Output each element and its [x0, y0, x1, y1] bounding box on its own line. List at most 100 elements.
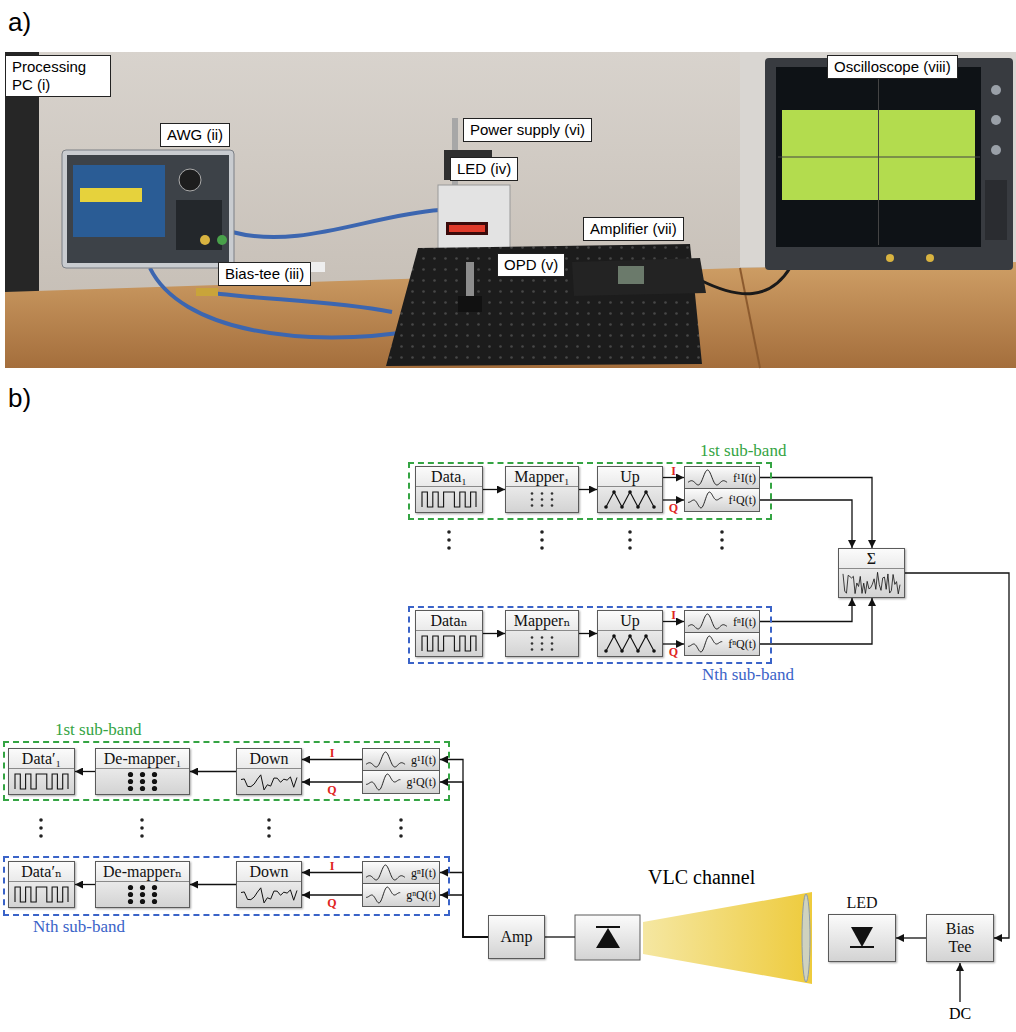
glyph-dot	[152, 885, 157, 890]
lens	[802, 894, 810, 982]
glyph-dot	[128, 786, 133, 791]
glyph-dot	[152, 786, 157, 791]
scope-button	[991, 115, 1001, 125]
filter-block: gⁿI(t)	[362, 861, 440, 884]
glyph-dot	[128, 899, 133, 904]
waveform-icon	[96, 769, 189, 794]
filter-label: g¹Q(t)	[406, 775, 436, 789]
glyph-dot	[531, 498, 534, 501]
process-block: Data₁	[415, 466, 483, 513]
filter-block: f¹I(t)	[684, 466, 760, 489]
block-title: De-mapper₁	[96, 749, 189, 769]
glyph-dot	[541, 648, 544, 651]
connector-arrow	[75, 884, 95, 885]
scope-panel	[985, 180, 1007, 240]
connector-arrow	[440, 895, 488, 937]
waveform-icon	[416, 487, 482, 512]
glyph-dot	[128, 885, 133, 890]
dot	[399, 818, 403, 822]
filter-label: gⁿI(t)	[411, 866, 436, 880]
pulse-glyph	[15, 887, 68, 902]
filter-label: fⁿQ(t)	[728, 637, 756, 651]
glyph-stroke	[241, 775, 297, 790]
pulse-glyph	[15, 774, 68, 789]
photo-callout: LED (iv)	[450, 157, 518, 181]
black-cable	[700, 268, 790, 294]
glyph-dot	[551, 492, 554, 495]
waveform-icon	[363, 749, 408, 770]
glyph-dot	[140, 779, 145, 784]
glyph-stroke	[688, 492, 722, 508]
led-block: LED	[828, 914, 896, 962]
waveform-icon	[363, 771, 403, 793]
group-heading: Nth sub-band	[33, 918, 125, 936]
connector-arrow	[483, 489, 505, 490]
glyph-dot	[644, 634, 648, 638]
glyph-stroke	[15, 887, 68, 902]
figure-label: VLC channel	[648, 866, 755, 889]
glyph-dot	[636, 649, 640, 653]
photo-wall-panel	[740, 52, 1016, 267]
waveform-icon	[598, 487, 662, 512]
glyph-dot	[551, 504, 554, 507]
dot	[720, 546, 724, 550]
block-title: Bias Tee	[940, 920, 980, 955]
bias-tee-part	[196, 288, 218, 296]
glyph-dot	[604, 505, 608, 509]
signal-label: I	[324, 747, 340, 759]
block-title: Amp	[501, 928, 533, 946]
noisy-glyph	[241, 775, 297, 790]
awg-screen-bar	[80, 188, 142, 202]
opd-mount	[458, 296, 482, 312]
photo-callout: OPD (v)	[497, 253, 565, 277]
photo-callout: Oscilloscope (viii)	[827, 55, 958, 79]
glyph-dot	[140, 899, 145, 904]
filter-block: fⁿI(t)	[684, 610, 760, 633]
dot	[267, 834, 271, 838]
connector-arrow	[190, 771, 236, 772]
process-block: De-mapper₁	[95, 748, 190, 795]
signal-label: Q	[324, 784, 340, 796]
blue-cable	[232, 210, 440, 237]
connector-arrow	[440, 760, 488, 938]
glyph-dot	[531, 648, 534, 651]
connector-arrow	[896, 937, 926, 938]
glyph-dot	[620, 505, 624, 509]
dot	[447, 546, 451, 550]
imp-glyph	[604, 634, 656, 653]
graticule-line	[778, 157, 980, 158]
process-block: Dataₙ	[415, 610, 483, 657]
dot	[628, 538, 632, 542]
connector-arrow	[75, 771, 95, 772]
noise-glyph	[843, 572, 900, 594]
signal-label: I	[324, 860, 340, 872]
group-heading: Nth sub-band	[702, 666, 794, 684]
glyph-dot	[612, 634, 616, 638]
glyph-stroke	[422, 636, 476, 651]
glyph-stroke	[241, 888, 297, 903]
desk-seam	[740, 268, 760, 368]
scope-connector	[926, 254, 934, 262]
block-heading: LED	[817, 894, 907, 912]
glyph-dot	[152, 779, 157, 784]
sinq-glyph	[366, 774, 400, 790]
glyph-dot	[620, 649, 624, 653]
signal-label: Q	[666, 646, 682, 658]
sub-band-group: Data′₁De-mapper₁Downg¹I(t)g¹Q(t)1st sub-…	[3, 741, 450, 801]
dot	[39, 834, 43, 838]
sinc-glyph	[366, 752, 405, 767]
glyph-dot	[541, 498, 544, 501]
photo-callout: AWG (ii)	[160, 123, 230, 147]
process-block: Up	[597, 466, 663, 513]
callout-label: Amplifier (vii)	[590, 220, 677, 238]
connector-arrow	[579, 489, 597, 490]
diode-glyph	[850, 927, 874, 947]
glyph-stroke	[366, 887, 400, 903]
connector-arrow	[663, 643, 684, 644]
dot	[720, 530, 724, 534]
continuation-dots	[39, 530, 724, 838]
glyph-dot	[652, 649, 656, 653]
signal-label: Q	[324, 897, 340, 909]
bigdots-glyph	[128, 772, 157, 791]
glyph-stroke	[366, 774, 400, 790]
